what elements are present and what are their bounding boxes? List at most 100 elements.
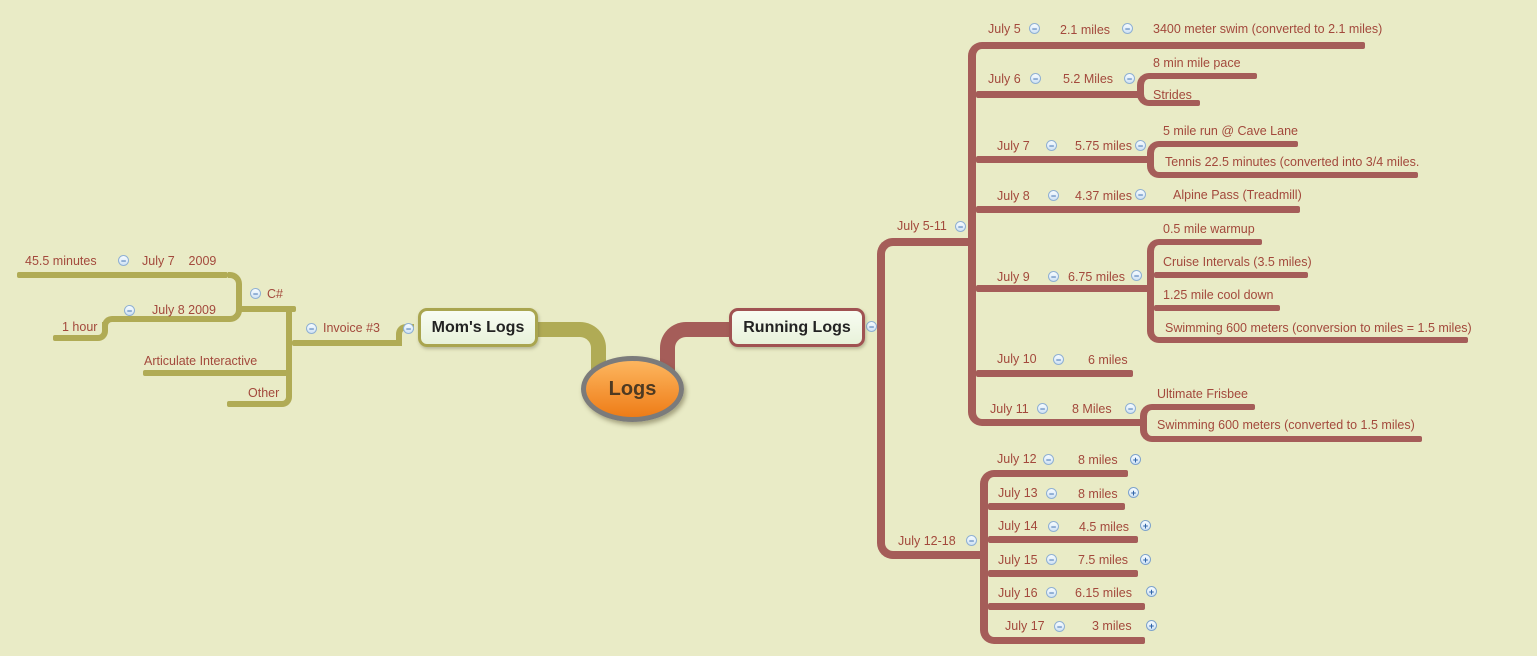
collapse-icon[interactable]: −	[1046, 554, 1057, 565]
topic-july5-note[interactable]: 3400 meter swim (converted to 2.1 miles)	[1153, 22, 1383, 36]
collapse-icon[interactable]: −	[1046, 587, 1057, 598]
topic-july8-date[interactable]: July 8	[997, 189, 1030, 203]
topic-1-hour[interactable]: 1 hour	[62, 320, 98, 334]
topic-week-july12-18[interactable]: July 12-18	[898, 534, 956, 548]
collapse-icon[interactable]: −	[1131, 270, 1142, 281]
branch-elbow	[980, 470, 1000, 490]
topic-july8-note[interactable]: Alpine Pass (Treadmill)	[1173, 188, 1302, 202]
collapse-icon[interactable]: −	[1048, 190, 1059, 201]
topic-july12-date[interactable]: July 12	[997, 452, 1037, 466]
collapse-icon[interactable]: −	[955, 221, 966, 232]
topic-july17-miles[interactable]: 3 miles	[1092, 619, 1132, 633]
branch-elbow	[228, 304, 242, 322]
topic-july5-miles[interactable]: 2.1 miles	[1060, 23, 1111, 37]
collapse-icon[interactable]: −	[1124, 73, 1135, 84]
branch-line	[976, 206, 1300, 213]
topic-july11-note2[interactable]: Swimming 600 meters (converted to 1.5 mi…	[1157, 418, 1415, 432]
collapse-icon[interactable]: −	[866, 321, 877, 332]
expand-icon[interactable]: +	[1140, 554, 1151, 565]
topic-july7-note1[interactable]: 5 mile run @ Cave Lane	[1163, 124, 1298, 138]
branch-elbow	[877, 238, 899, 260]
topic-july11-date[interactable]: July 11	[990, 402, 1029, 416]
topic-july14-date[interactable]: July 14	[998, 519, 1038, 533]
collapse-icon[interactable]: −	[1054, 621, 1065, 632]
branch-line	[1154, 272, 1308, 278]
topic-july7-miles[interactable]: 5.75 miles	[1075, 139, 1132, 153]
collapse-icon[interactable]: −	[1029, 23, 1040, 34]
topic-july16-miles[interactable]: 6.15 miles	[1075, 586, 1132, 600]
collapse-icon[interactable]: −	[1122, 23, 1133, 34]
topic-july6-note1[interactable]: 8 min mile pace	[1153, 56, 1241, 70]
root-topic-logs[interactable]: Logs	[581, 356, 684, 422]
topic-july7-date[interactable]: July 7	[997, 139, 1030, 153]
topic-july16-date[interactable]: July 16	[998, 586, 1038, 600]
branch-line	[998, 637, 1145, 644]
topic-july11-note1[interactable]: Ultimate Frisbee	[1157, 387, 1248, 401]
collapse-icon[interactable]: −	[1046, 140, 1057, 151]
collapse-icon[interactable]: −	[1135, 189, 1146, 200]
collapse-icon[interactable]: −	[1030, 73, 1041, 84]
branch-elbow	[1147, 141, 1163, 158]
topic-july13-miles[interactable]: 8 miles	[1078, 487, 1118, 501]
topic-july7-2009[interactable]: July 7 2009	[142, 254, 217, 268]
branch-line	[227, 401, 280, 407]
topic-july7-note2[interactable]: Tennis 22.5 minutes (converted into 3/4 …	[1165, 155, 1420, 169]
collapse-icon[interactable]: −	[966, 535, 977, 546]
topic-july15-miles[interactable]: 7.5 miles	[1078, 553, 1129, 567]
branch-line	[1147, 154, 1154, 166]
topic-other[interactable]: Other	[248, 386, 280, 400]
topic-july8-2009[interactable]: July 8 2009	[152, 303, 216, 317]
collapse-icon[interactable]: −	[118, 255, 129, 266]
expand-icon[interactable]: +	[1146, 620, 1157, 631]
topic-july14-miles[interactable]: 4.5 miles	[1079, 520, 1130, 534]
expand-icon[interactable]: +	[1146, 586, 1157, 597]
topic-july9-miles[interactable]: 6.75 miles	[1068, 270, 1125, 284]
collapse-icon[interactable]: −	[1037, 403, 1048, 414]
topic-july12-miles[interactable]: 8 miles	[1078, 453, 1118, 467]
topic-july8-miles[interactable]: 4.37 miles	[1075, 189, 1132, 203]
expand-icon[interactable]: +	[1128, 487, 1139, 498]
collapse-icon[interactable]: −	[306, 323, 317, 334]
topic-july10-miles[interactable]: 6 miles	[1088, 353, 1128, 367]
topic-csharp[interactable]: C#	[267, 287, 283, 301]
branch-line	[53, 335, 98, 341]
topic-july9-note1[interactable]: 0.5 mile warmup	[1163, 222, 1255, 236]
topic-july17-date[interactable]: July 17	[1005, 619, 1045, 633]
collapse-icon[interactable]: −	[1125, 403, 1136, 414]
collapse-icon[interactable]: −	[1053, 354, 1064, 365]
topic-moms-logs[interactable]: Mom's Logs	[418, 308, 538, 347]
topic-july6-miles[interactable]: 5.2 Miles	[1063, 72, 1114, 86]
collapse-icon[interactable]: −	[1043, 454, 1054, 465]
collapse-icon[interactable]: −	[1135, 140, 1146, 151]
topic-week-july5-11[interactable]: July 5-11	[897, 219, 947, 233]
topic-july10-date[interactable]: July 10	[997, 352, 1037, 366]
branch-elbow	[877, 537, 899, 559]
topic-articulate-interactive[interactable]: Articulate Interactive	[144, 354, 258, 368]
collapse-icon[interactable]: −	[250, 288, 261, 299]
expand-icon[interactable]: +	[1140, 520, 1151, 531]
collapse-icon[interactable]: −	[1046, 488, 1057, 499]
branch-line	[238, 306, 296, 312]
topic-july9-date[interactable]: July 9	[997, 270, 1030, 284]
branch-line	[988, 603, 1145, 610]
topic-running-logs[interactable]: Running Logs	[729, 308, 865, 347]
topic-july5-date[interactable]: July 5	[988, 22, 1021, 36]
topic-july9-note2[interactable]: Cruise Intervals (3.5 miles)	[1163, 255, 1312, 269]
topic-july9-note3[interactable]: 1.25 mile cool down	[1163, 288, 1274, 302]
topic-45-minutes[interactable]: 45.5 minutes	[25, 254, 97, 268]
collapse-icon[interactable]: −	[1048, 521, 1059, 532]
topic-july6-note2[interactable]: Strides	[1153, 88, 1192, 102]
collapse-icon[interactable]: −	[403, 323, 414, 334]
topic-july9-note4[interactable]: Swimming 600 meters (conversion to miles…	[1165, 321, 1472, 335]
topic-invoice-3[interactable]: Invoice #3	[323, 321, 380, 335]
topic-july15-date[interactable]: July 15	[998, 553, 1038, 567]
topic-july13-date[interactable]: July 13	[998, 486, 1038, 500]
expand-icon[interactable]: +	[1130, 454, 1141, 465]
branch-line	[976, 91, 1140, 98]
collapse-icon[interactable]: −	[124, 305, 135, 316]
branch-line	[1153, 436, 1422, 442]
topic-july11-miles[interactable]: 8 Miles	[1072, 402, 1112, 416]
topic-july6-date[interactable]: July 6	[988, 72, 1021, 86]
collapse-icon[interactable]: −	[1048, 271, 1059, 282]
